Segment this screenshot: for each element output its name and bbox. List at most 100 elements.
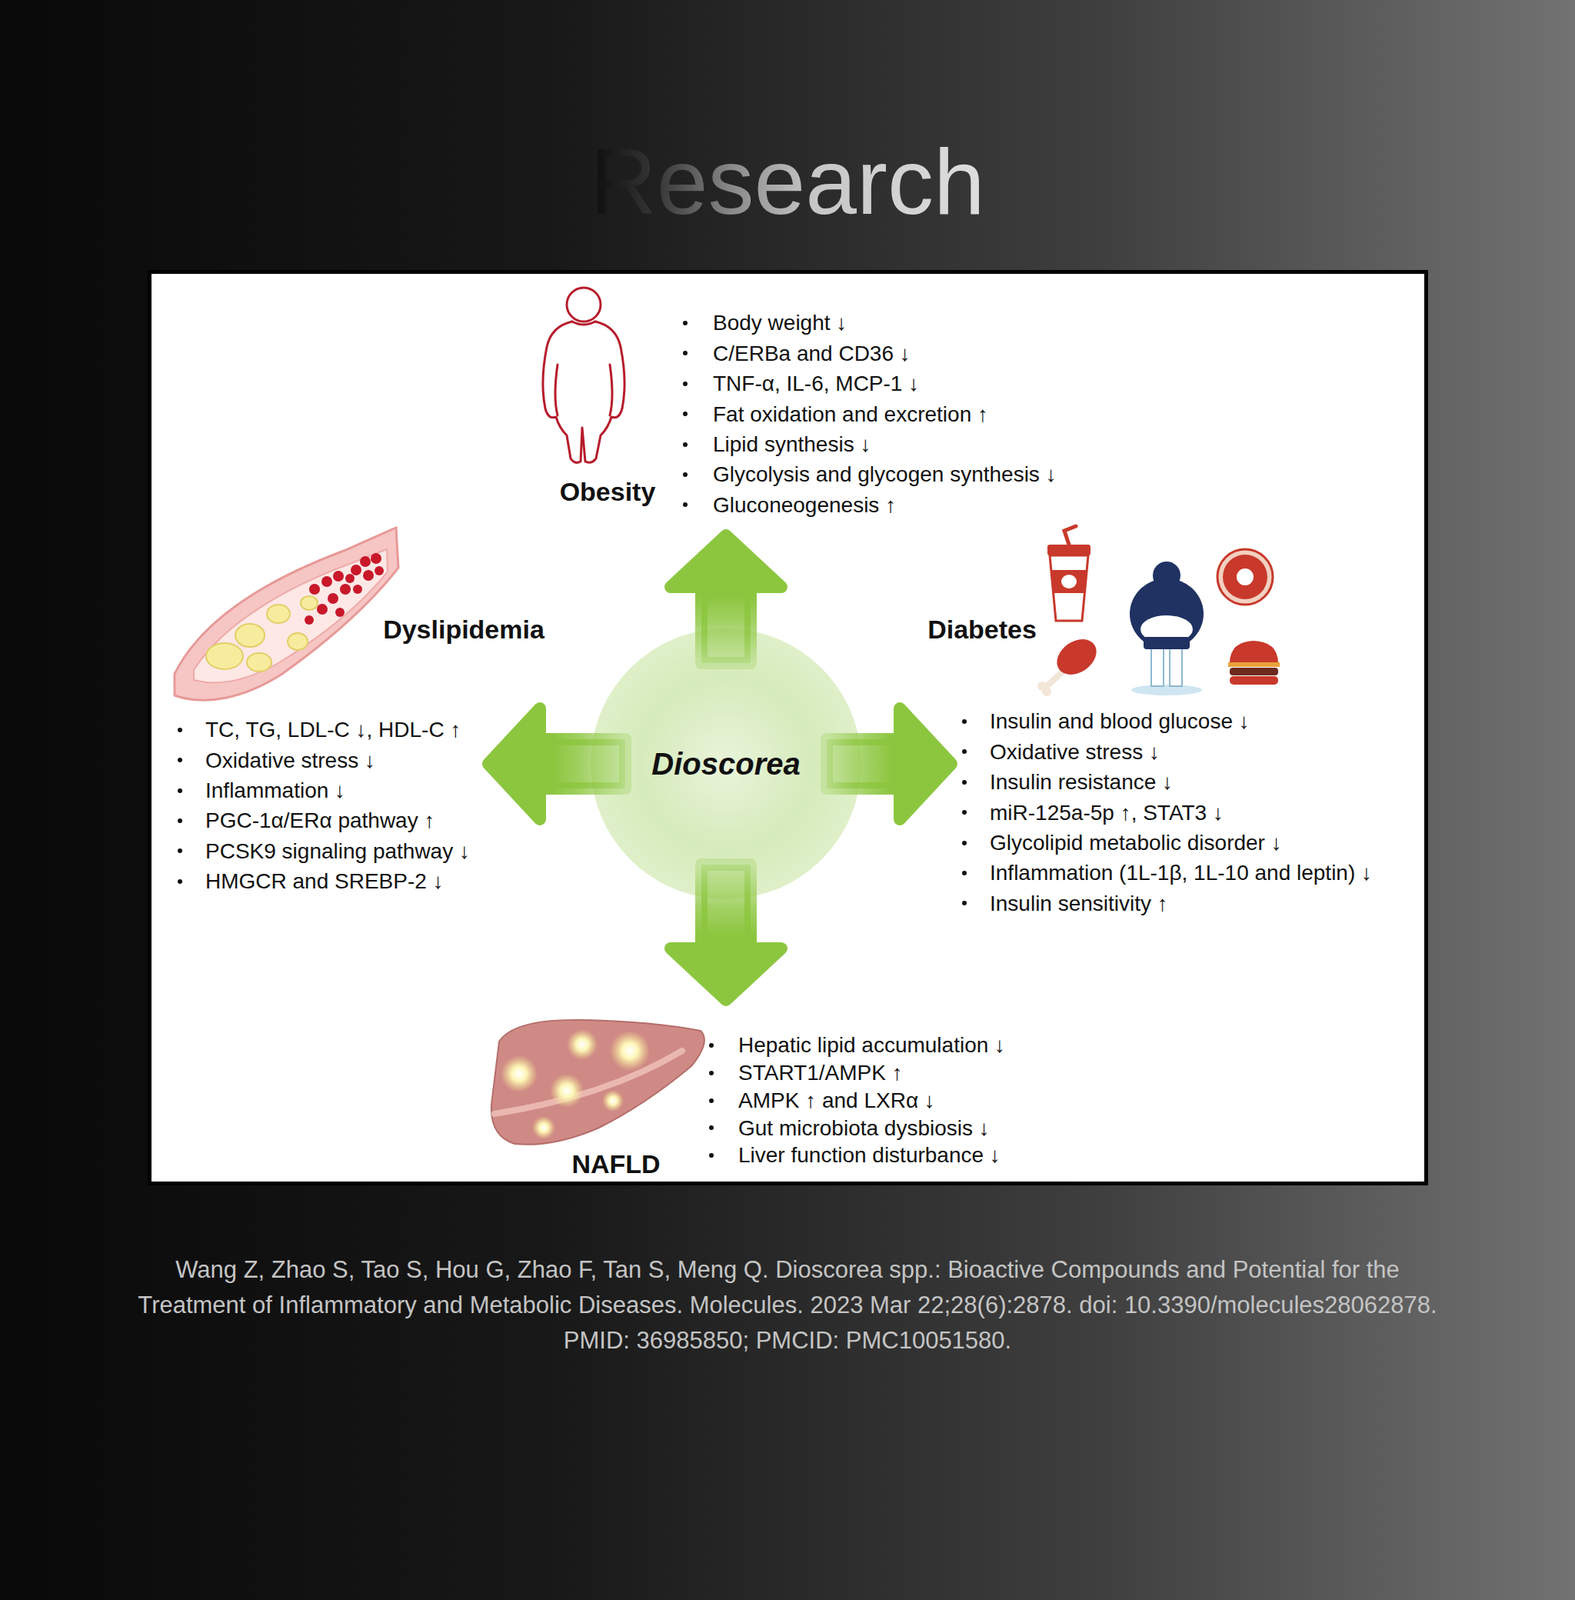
artery-illustration-part [304, 552, 384, 625]
bullet-dot [709, 1070, 714, 1076]
bullet-dot [682, 442, 688, 447]
artery-illustration-part-part [345, 573, 355, 583]
artery-illustration-part-part [352, 584, 363, 594]
bullet-dot [962, 809, 967, 815]
diabetes-icons-part [1222, 554, 1268, 600]
bullet-item: TNF-α, IL-6, MCP-1 ↓ [712, 368, 920, 399]
bullet-dot [177, 818, 183, 823]
artery-illustration-part [193, 549, 388, 683]
page-title: Research [589, 135, 986, 228]
bullet-item: Insulin and blood glucose ↓ [989, 705, 1250, 736]
diabetes-icons-part [1228, 662, 1280, 667]
liver-illustration-part [500, 1055, 538, 1093]
artery-illustration-part-part [321, 576, 333, 587]
liver-illustration-part [602, 1089, 624, 1112]
bullet-item: Fat oxidation and excretion ↑ [712, 399, 989, 430]
liver-illustration-part [494, 1050, 683, 1114]
title-row: Research [0, 135, 1575, 228]
liver-illustration-part [532, 1115, 556, 1139]
artery-illustration-part-part [287, 632, 308, 650]
obese-figure-part [542, 321, 625, 463]
bullet-dot [177, 848, 183, 853]
bullet-item: Lipid synthesis ↓ [712, 429, 871, 460]
artery-illustration-part-part [362, 569, 374, 581]
artery-illustration-part-part [246, 652, 272, 672]
artery-illustration-part-part [332, 570, 344, 582]
liver-illustration-part [566, 1028, 598, 1060]
diabetes-icons-part [1131, 684, 1203, 696]
artery-illustration-part-part [266, 604, 290, 623]
category-group: NAFLD Hepatic lipid accumulation ↓START1/… [488, 1005, 1027, 1177]
bullet-dot [682, 472, 688, 477]
bullet-item: Oxidative stress ↓ [989, 736, 1160, 767]
bullet-item: Body weight ↓ [712, 307, 847, 338]
diabetes-icons-part [1143, 636, 1190, 650]
bullet-dot [709, 1152, 714, 1158]
artery-illustration-part-part [370, 552, 382, 564]
bullet-item: Gut microbiota dysbiosis ↓ [738, 1114, 990, 1143]
obese-figure [542, 287, 625, 463]
diabetes-icons [1037, 526, 1280, 696]
figure-panel: ObesityBody weight ↓C/ERBa and CD36 ↓TNF… [147, 269, 1429, 1186]
bullet-item: Inflammation (1L-1β, 1L-10 and leptin) ↓ [989, 857, 1372, 888]
obese-figure-part [566, 287, 601, 322]
bullet-dot [962, 900, 967, 906]
category-group: DyslipidemiaTC, TG, LDL-C ↓, HDL-C ↑Oxid… [166, 518, 483, 902]
artery-illustration-part [206, 596, 318, 672]
obese-figure-part [572, 321, 596, 325]
diabetes-icons-part [1229, 640, 1279, 663]
center-circle: Dioscorea [590, 628, 862, 900]
category-title: Dyslipidemia [382, 614, 545, 645]
artery-illustration-part-part [374, 566, 384, 576]
bullet-item: Oxidative stress ↓ [205, 745, 376, 776]
citation-caption: Wang Z, Zhao S, Tao S, Hou G, Zhao F, Ta… [126, 1252, 1449, 1359]
category-title: Obesity [559, 476, 656, 507]
artery-illustration-part-part [350, 564, 362, 576]
bullet-dot [682, 411, 688, 417]
diabetes-icons-part [1045, 672, 1063, 688]
bullet-dot [709, 1042, 714, 1048]
artery-illustration-part-part [235, 623, 265, 647]
bullet-dot [709, 1125, 714, 1130]
bullet-dot [962, 749, 967, 754]
bullet-dot [962, 719, 967, 724]
bullet-item: TC, TG, LDL-C ↓, HDL-C ↑ [205, 714, 461, 745]
bullet-item: PGC-1α/ERα pathway ↑ [205, 805, 435, 836]
bullet-dot [962, 779, 967, 785]
obese-figure-part [555, 364, 558, 416]
diabetes-icons-part [1152, 561, 1181, 590]
diabetes-icons-part [1049, 555, 1089, 621]
bullet-item: Glycolysis and glycogen synthesis ↓ [712, 459, 1057, 490]
bullet-item: HMGCR and SREBP-2 ↓ [205, 865, 444, 896]
bullet-item: START1/AMPK ↑ [738, 1058, 903, 1087]
bullet-dot [682, 502, 688, 507]
category-title: NAFLD [571, 1148, 660, 1179]
artery-illustration-part-part [300, 596, 318, 610]
bullet-dot [962, 840, 967, 846]
artery-illustration [174, 527, 399, 700]
bullet-dot [682, 350, 688, 356]
artery-illustration-part-part [206, 642, 244, 670]
bullet-dot [962, 870, 967, 876]
bullet-item: Insulin resistance ↓ [989, 766, 1173, 797]
diabetes-icons-part [1235, 567, 1255, 587]
category-title: Diabetes [927, 614, 1037, 645]
category-group: DiabetesInsulin and blood glucose ↓Oxida… [957, 512, 1402, 916]
diabetes-icons-part [1052, 569, 1086, 593]
bullet-dot [177, 757, 183, 763]
liver-illustration [491, 1019, 705, 1145]
artery-illustration-part-part [316, 603, 328, 615]
diabetes-icons-part [1050, 632, 1104, 683]
diabetes-icons-part [1047, 544, 1091, 556]
bullet-item: AMPK ↑ and LXRα ↓ [738, 1086, 936, 1115]
bullet-dot [682, 320, 688, 326]
bullet-dot [177, 727, 183, 733]
liver-illustration-part [491, 1019, 705, 1145]
diabetes-icons-part [1229, 667, 1279, 676]
center-label: Dioscorea [651, 746, 800, 782]
artery-illustration-part-part [304, 615, 314, 625]
obese-figure-part [609, 364, 613, 416]
bullet-item: Hepatic lipid accumulation ↓ [738, 1031, 1006, 1059]
category-group: ObesityBody weight ↓C/ERBa and CD36 ↓TNF… [541, 283, 1080, 530]
